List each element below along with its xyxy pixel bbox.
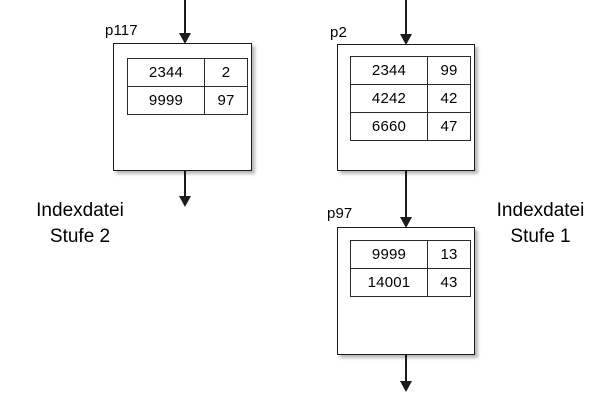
pointer-cell: 2 [204,58,248,87]
arrow-shaft [404,0,407,34]
entry-table-p97: 9999 13 14001 43 [350,240,471,297]
node-label-p2: p2 [330,24,347,41]
caption-right-line1: Indexdatei [496,200,585,221]
caption-left-line1: Indexdatei [36,200,124,221]
arrow-head [178,33,191,44]
caption-right-level1: Indexdatei Stufe 1 [478,198,603,250]
key-cell: 2344 [350,56,428,85]
arrow-shaft [183,170,186,196]
table-row[interactable]: 6660 47 [350,112,471,141]
arrow-shaft [404,170,407,217]
key-cell: 2344 [127,58,205,87]
arrow-into-p2 [399,0,412,45]
table-row[interactable]: 2344 2 [127,58,248,87]
key-cell: 9999 [350,240,428,269]
pointer-cell: 99 [427,56,471,85]
arrow-out-of-p97 [399,354,412,392]
key-cell: 4242 [350,84,428,113]
key-cell: 14001 [350,268,428,297]
arrow-into-p117 [178,0,191,44]
arrow-shaft [404,354,407,381]
entry-table-p117: 2344 2 9999 97 [127,58,248,115]
arrow-head [399,381,412,392]
caption-right-line2: Stufe 1 [510,226,571,248]
caption-left-line2: Stufe 2 [49,226,111,248]
pointer-cell: 97 [204,86,248,115]
table-row[interactable]: 2344 99 [350,56,471,85]
table-row[interactable]: 9999 13 [350,240,471,269]
node-label-p97: p97 [327,205,353,222]
caption-left-level2: Indexdatei Stufe 2 [10,198,150,250]
pointer-cell: 47 [427,112,471,141]
entry-table-p2: 2344 99 4242 42 6660 47 [350,56,471,141]
arrow-head [178,196,191,207]
table-row[interactable]: 14001 43 [350,268,471,297]
pointer-cell: 42 [427,84,471,113]
node-label-p117: p117 [105,22,138,39]
arrow-out-of-p117 [178,170,191,207]
arrow-shaft [183,0,186,33]
arrow-p2-to-p97 [399,170,412,228]
arrow-head [399,34,412,45]
pointer-cell: 43 [427,268,471,297]
table-row[interactable]: 4242 42 [350,84,471,113]
table-row[interactable]: 9999 97 [127,86,248,115]
pointer-cell: 13 [427,240,471,269]
arrow-head [399,217,412,228]
key-cell: 6660 [350,112,428,141]
key-cell: 9999 [127,86,205,115]
